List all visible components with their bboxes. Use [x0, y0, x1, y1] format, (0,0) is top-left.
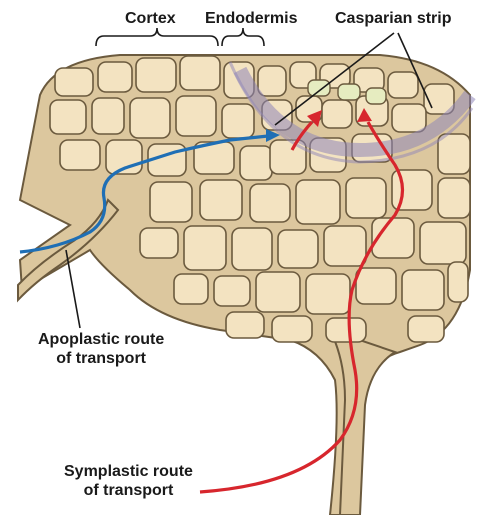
stele-cell — [338, 84, 360, 100]
cell — [306, 274, 350, 314]
apoplastic-label-line1: Apoplastic route — [38, 330, 164, 349]
cortex-label: Cortex — [125, 9, 176, 28]
cell — [392, 104, 426, 132]
cortex-bracket — [96, 28, 218, 46]
cell — [184, 226, 226, 270]
cell — [356, 268, 396, 304]
cell — [270, 140, 306, 174]
cell — [448, 262, 468, 302]
cell — [222, 104, 254, 138]
cell — [272, 316, 312, 342]
cell — [200, 180, 242, 220]
cell — [322, 100, 352, 128]
cell — [402, 270, 444, 310]
cell — [232, 228, 272, 270]
apoplastic-label-line2: of transport — [38, 349, 164, 368]
cell — [408, 316, 444, 342]
symplastic-route-label: Symplastic route of transport — [64, 462, 193, 500]
cell — [240, 146, 272, 180]
cell — [388, 72, 418, 98]
symplastic-label-line1: Symplastic route — [64, 462, 193, 481]
cell — [250, 184, 290, 222]
cell — [92, 98, 124, 134]
stele-cell — [308, 80, 330, 96]
cell — [150, 182, 192, 222]
apoplastic-route-label: Apoplastic route of transport — [38, 330, 164, 368]
cell — [438, 134, 470, 174]
cell — [174, 274, 208, 304]
endodermis-label: Endodermis — [205, 9, 297, 28]
cell — [55, 68, 93, 96]
cell — [278, 230, 318, 268]
cell — [258, 66, 286, 96]
cell — [140, 228, 178, 258]
cell — [176, 96, 216, 136]
cell — [180, 56, 220, 90]
cell — [136, 58, 176, 92]
cell — [438, 178, 470, 218]
cell — [60, 140, 100, 170]
cell — [50, 100, 86, 134]
cell — [214, 276, 250, 306]
cell — [420, 222, 466, 264]
cell — [296, 180, 340, 224]
cell — [130, 98, 170, 138]
cell — [226, 312, 264, 338]
casparian-strip-label: Casparian strip — [335, 9, 451, 28]
stele-cell — [366, 88, 386, 104]
cell — [324, 226, 366, 266]
symplastic-label-line2: of transport — [64, 481, 193, 500]
cell — [346, 178, 386, 218]
endodermis-bracket — [222, 28, 264, 46]
apoplastic-leader-line — [66, 250, 80, 328]
cell — [326, 318, 366, 342]
cell — [392, 170, 432, 210]
cell — [98, 62, 132, 92]
cell — [256, 272, 300, 312]
